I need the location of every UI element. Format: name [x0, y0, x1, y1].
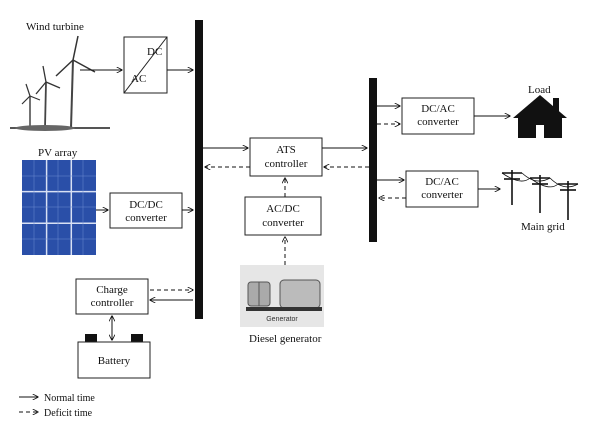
svg-text:DC/AC: DC/AC: [421, 103, 455, 115]
ac-bus-bar: [369, 78, 377, 242]
battery-label: Battery: [98, 355, 131, 367]
battery-icon: Battery: [77, 334, 151, 379]
charge-controller: Charge controller: [75, 278, 149, 315]
wind-turbine-icon: [10, 35, 110, 131]
diesel-generator-icon: Generator: [240, 265, 324, 327]
power-pylon-icon: [501, 170, 579, 220]
svg-text:DC/DC: DC/DC: [129, 199, 163, 211]
svg-text:converter: converter: [417, 116, 459, 128]
svg-text:controller: controller: [91, 297, 134, 309]
svg-text:AC/DC: AC/DC: [266, 203, 300, 215]
generator-tag: Generator: [266, 316, 298, 323]
diesel-generator-label: Diesel generator: [249, 333, 322, 345]
pv-array-icon: [22, 160, 96, 255]
pv-array-label: PV array: [38, 147, 78, 159]
dcac-ac-label: AC: [131, 73, 146, 85]
ats-controller: ATS controller: [249, 137, 323, 177]
grid-dcac-converter: DC/AC converter: [405, 170, 479, 208]
dc-bus-bar: [195, 20, 203, 319]
wind-turbine-label: Wind turbine: [26, 21, 84, 33]
pv-dcdc-converter: DC/DC converter: [109, 192, 183, 229]
svg-text:converter: converter: [262, 217, 304, 229]
house-icon: [513, 95, 567, 138]
legend-deficit-label: Deficit time: [44, 408, 93, 419]
main-grid-label: Main grid: [521, 221, 565, 233]
legend-normal-label: Normal time: [44, 393, 95, 404]
svg-text:controller: controller: [265, 158, 308, 170]
wind-dcac-box: DC AC: [123, 36, 168, 94]
svg-text:converter: converter: [421, 189, 463, 201]
dcac-dc-label: DC: [147, 46, 162, 58]
svg-text:ATS: ATS: [276, 144, 296, 156]
svg-text:converter: converter: [125, 212, 167, 224]
load-label: Load: [528, 84, 551, 96]
svg-text:DC/AC: DC/AC: [425, 176, 459, 188]
flow-arrows: [80, 70, 510, 340]
svg-text:Charge: Charge: [96, 284, 128, 296]
legend: Normal time Deficit time: [19, 393, 95, 419]
acdc-converter: AC/DC converter: [244, 196, 322, 236]
load-dcac-converter: DC/AC converter: [401, 97, 475, 135]
